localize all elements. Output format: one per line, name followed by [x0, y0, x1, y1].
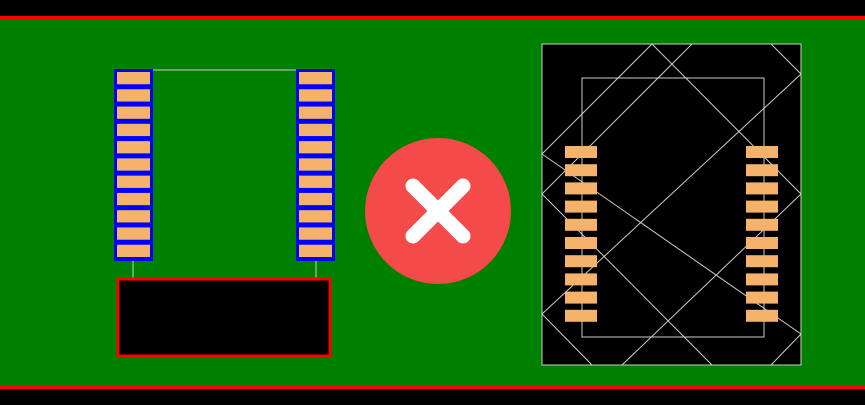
left-footprint-pad-column-right [296, 69, 335, 261]
board-edge-bottom [0, 385, 865, 389]
pad [117, 158, 150, 171]
pad [565, 237, 597, 249]
close-x-icon [365, 138, 511, 284]
pad [565, 273, 597, 286]
left-footprint-pad-column-left [114, 69, 153, 261]
pad [746, 218, 778, 231]
right-footprint[interactable] [541, 43, 802, 366]
pad [117, 210, 150, 223]
pad [117, 175, 150, 188]
pad [299, 210, 332, 223]
right-footprint-outline [541, 43, 802, 366]
pad [746, 309, 778, 322]
pad [299, 227, 332, 240]
pad [565, 255, 597, 268]
board-edge-top [0, 16, 865, 20]
pad [117, 89, 150, 102]
pad [299, 106, 332, 119]
pad [746, 237, 778, 249]
hatch-line [541, 43, 653, 155]
pad [565, 200, 597, 213]
pad [117, 123, 150, 137]
pad [299, 72, 332, 85]
pad [117, 244, 150, 257]
pad [746, 273, 778, 286]
pad [746, 146, 778, 158]
hatch-line [770, 43, 802, 75]
pad [299, 192, 332, 206]
pad [117, 192, 150, 206]
left-footprint[interactable] [114, 69, 335, 358]
pad [117, 141, 150, 154]
pad [299, 158, 332, 171]
left-keepout-area[interactable] [116, 277, 332, 358]
pad [565, 164, 597, 177]
right-footprint-pad-column-right [746, 146, 778, 322]
pad [299, 89, 332, 102]
pad [117, 72, 150, 85]
pad [746, 164, 778, 177]
pad [565, 182, 597, 195]
pad [746, 182, 778, 195]
error-icon-stroke-2 [405, 178, 471, 244]
pad [299, 244, 332, 257]
hatch-line [770, 333, 802, 366]
hatch-line [541, 313, 593, 366]
pad [299, 123, 332, 137]
pad [299, 141, 332, 154]
pad [565, 146, 597, 158]
pad [299, 175, 332, 188]
pad [746, 291, 778, 304]
pad [565, 291, 597, 304]
pad [117, 106, 150, 119]
pad [746, 255, 778, 268]
pad [746, 200, 778, 213]
pad [117, 227, 150, 240]
pad [565, 309, 597, 322]
right-footprint-pad-column-left [565, 146, 597, 322]
pad [565, 218, 597, 231]
